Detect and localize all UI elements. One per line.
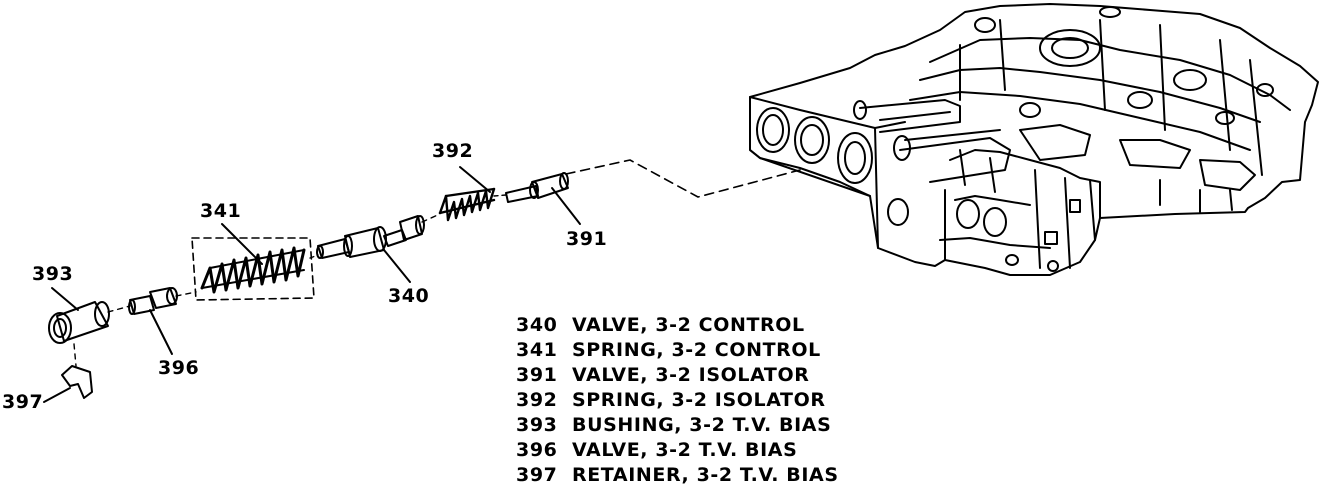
legend-row-393: 393 BUSHING, 3-2 T.V. BIAS xyxy=(516,414,839,439)
legend-number: 391 xyxy=(516,364,558,386)
legend-row-392: 392 SPRING, 3-2 ISOLATOR xyxy=(516,389,839,414)
callout-392: 392 xyxy=(432,140,474,162)
callout-397: 397 xyxy=(2,391,44,413)
legend-description: SPRING, 3-2 CONTROL xyxy=(572,339,821,361)
alignment-dash-340-392 xyxy=(421,213,441,223)
leader-391 xyxy=(551,187,581,225)
part-393-bushing xyxy=(48,301,110,344)
leader-396 xyxy=(149,309,173,355)
callout-393: 393 xyxy=(32,263,74,285)
callout-391: 391 xyxy=(566,228,608,250)
legend-number: 392 xyxy=(516,389,558,411)
legend-number: 393 xyxy=(516,414,558,436)
legend-row-341: 341 SPRING, 3-2 CONTROL xyxy=(516,339,839,364)
alignment-dash-393-396 xyxy=(107,305,131,313)
legend-description: VALVE, 3-2 T.V. BIAS xyxy=(572,439,798,461)
part-340-valve xyxy=(316,215,425,259)
leader-397 xyxy=(43,387,71,403)
legend-description: SPRING, 3-2 ISOLATOR xyxy=(572,389,826,411)
legend-description: VALVE, 3-2 ISOLATOR xyxy=(572,364,810,386)
alignment-dash-393-397 xyxy=(73,343,77,367)
alignment-dash-392-391 xyxy=(493,194,507,197)
leader-392 xyxy=(459,166,491,193)
alignment-dash-341-340 xyxy=(309,254,319,259)
legend-number: 397 xyxy=(516,464,558,486)
leader-340 xyxy=(383,249,411,283)
part-397-retainer xyxy=(61,365,93,399)
leader-lines xyxy=(43,166,581,403)
leader-341 xyxy=(221,223,263,265)
legend-row-340: 340 VALVE, 3-2 CONTROL xyxy=(516,314,839,339)
assembly-path-dashed xyxy=(565,159,801,198)
legend-description: RETAINER, 3-2 T.V. BIAS xyxy=(572,464,839,486)
legend-row-391: 391 VALVE, 3-2 ISOLATOR xyxy=(516,364,839,389)
legend-row-396: 396 VALVE, 3-2 T.V. BIAS xyxy=(516,439,839,464)
alignment-dash-396-341 xyxy=(175,291,197,297)
legend-description: BUSHING, 3-2 T.V. BIAS xyxy=(572,414,832,436)
callout-340: 340 xyxy=(388,285,430,307)
leader-393 xyxy=(51,287,79,311)
callout-341: 341 xyxy=(200,200,242,222)
part-391-valve xyxy=(505,172,569,203)
part-396-valve xyxy=(128,287,178,315)
legend-row-397: 397 RETAINER, 3-2 T.V. BIAS xyxy=(516,464,839,489)
callout-396: 396 xyxy=(158,357,200,379)
legend-number: 341 xyxy=(516,339,558,361)
parts-legend: 340 VALVE, 3-2 CONTROL 341 SPRING, 3-2 CON… xyxy=(516,314,839,489)
legend-number: 340 xyxy=(516,314,558,336)
part-392-spring xyxy=(438,187,496,222)
legend-number: 396 xyxy=(516,439,558,461)
legend-description: VALVE, 3-2 CONTROL xyxy=(572,314,805,336)
part-341-spring xyxy=(191,237,315,301)
valve-body-casting xyxy=(749,3,1319,276)
